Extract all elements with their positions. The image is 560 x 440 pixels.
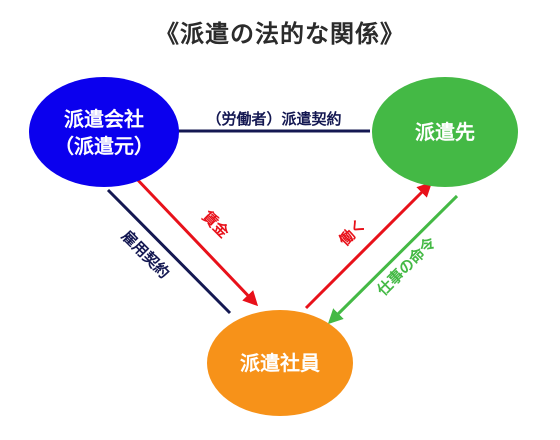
work-order-label: 仕事の命令 — [373, 233, 440, 300]
worker-node: 派遣社員 — [207, 310, 353, 416]
dispatch-company-label: 派遣会社 — [64, 107, 144, 131]
wages-label: 賃金 — [198, 207, 233, 242]
work-order-arrow — [327, 194, 459, 325]
dispatch-company-node: 派遣会社 （派遣元） — [29, 77, 179, 187]
client-node: 派遣先 — [372, 77, 518, 187]
employment-contract-label: 雇用契約 — [118, 227, 173, 282]
labor-label: 働く — [335, 215, 370, 250]
dispatch-contract-label: （労働者）派遣契約 — [206, 110, 341, 128]
wages-arrow — [132, 174, 259, 307]
employment-contract-line — [106, 188, 232, 315]
dispatch-company-sublabel: （派遣元） — [54, 134, 154, 158]
worker-label: 派遣社員 — [240, 351, 320, 375]
diagram-title: 《派遣の法的な関係》 — [155, 20, 405, 48]
client-label: 派遣先 — [415, 120, 475, 144]
labor-arrow — [304, 181, 433, 310]
